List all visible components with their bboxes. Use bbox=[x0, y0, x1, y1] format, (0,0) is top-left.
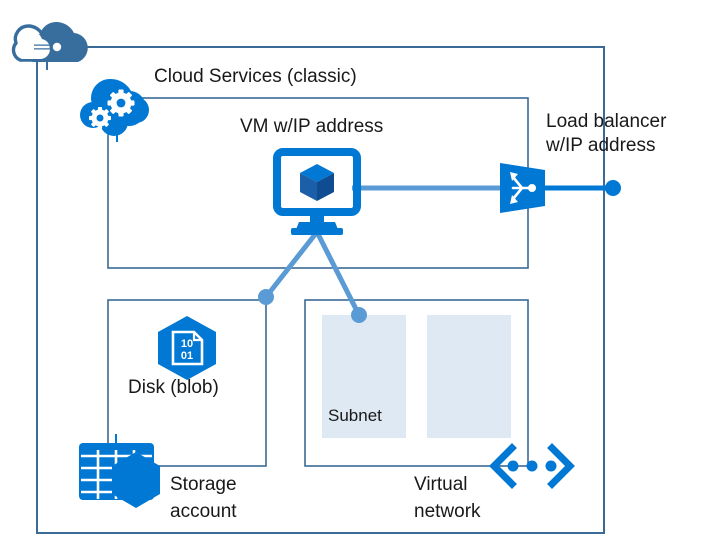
svg-text:01: 01 bbox=[181, 350, 193, 362]
connector-dot-subnet bbox=[351, 307, 367, 323]
connector-vm-to-subnet bbox=[314, 230, 362, 317]
cloud-gears-icon bbox=[80, 78, 149, 142]
load-balancer-icon bbox=[500, 163, 545, 213]
subnet-rect-1 bbox=[322, 315, 406, 438]
subnet-rect-2 bbox=[427, 315, 511, 438]
virtual-network-brackets-icon bbox=[489, 443, 575, 489]
connector-dot-disk bbox=[258, 289, 274, 305]
storage-account-label-line2: account bbox=[170, 501, 237, 522]
virtual-network-label-line2: network bbox=[414, 501, 481, 522]
subnet-label: Subnet bbox=[328, 406, 382, 425]
storage-account-label-line1: Storage bbox=[170, 474, 237, 495]
cube-glyph bbox=[300, 164, 334, 201]
connector-dot-internet bbox=[605, 180, 621, 196]
disk-box bbox=[107, 299, 267, 467]
subscription-box bbox=[36, 46, 605, 534]
disk-blob-hexagon-icon: 10 01 bbox=[158, 316, 216, 380]
storage-account-table-icon bbox=[79, 434, 160, 508]
virtual-network-box bbox=[304, 299, 529, 467]
load-balancer-label-line1: Load balancer bbox=[546, 111, 667, 132]
load-balancer-label-line2: w/IP address bbox=[546, 135, 656, 156]
virtual-network-label-line1: Virtual bbox=[414, 474, 468, 495]
cloud-subscription-icon bbox=[11, 21, 88, 70]
virtual-machine-monitor-icon bbox=[273, 148, 361, 235]
svg-text:10: 10 bbox=[181, 338, 193, 350]
cloud-services-label: Cloud Services (classic) bbox=[154, 66, 357, 87]
disk-label: Disk (blob) bbox=[128, 377, 219, 398]
vm-label: VM w/IP address bbox=[240, 116, 384, 137]
connector-vm-to-disk bbox=[264, 230, 319, 299]
